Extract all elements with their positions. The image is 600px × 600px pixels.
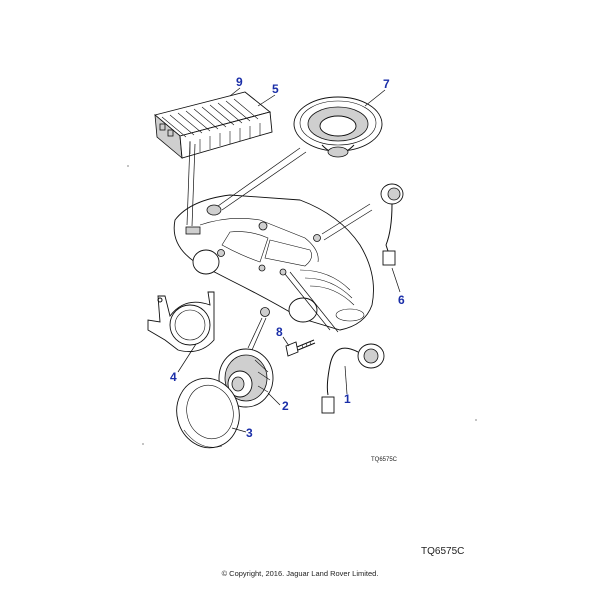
tweeter-speaker-lower (321, 343, 385, 414)
callout-3: 3 (246, 426, 253, 440)
callout-8: 8 (276, 325, 283, 339)
speaker-locations (185, 204, 321, 317)
callout-6: 6 (398, 293, 405, 307)
stray-mark (475, 419, 477, 421)
callout-9: 9 (236, 75, 243, 89)
speaker-mounting-bracket (147, 291, 215, 353)
speaker-trim-ring (176, 377, 240, 449)
amplifier-unit (154, 91, 273, 159)
callout-leaders (177, 87, 401, 433)
callout-1: 1 (344, 392, 351, 406)
diagram-code: TQ6575C (371, 457, 398, 463)
reference-code: TQ6575C (421, 546, 465, 557)
stray-mark (127, 165, 129, 167)
stray-mark (142, 443, 144, 445)
callout-7: 7 (383, 77, 390, 91)
callout-labels: 9 5 7 6 4 8 1 2 3 (170, 75, 405, 440)
copyright-notice: © Copyright, 2016. Jaguar Land Rover Lim… (221, 569, 379, 578)
subwoofer-speaker (293, 96, 383, 158)
fixing-bolt (285, 339, 316, 357)
vehicle-outline (173, 194, 374, 331)
callout-2: 2 (282, 399, 289, 413)
location-leaders (186, 141, 373, 351)
tweeter-speaker-upper (380, 183, 404, 266)
callout-4: 4 (170, 370, 177, 384)
callout-5: 5 (272, 82, 279, 96)
